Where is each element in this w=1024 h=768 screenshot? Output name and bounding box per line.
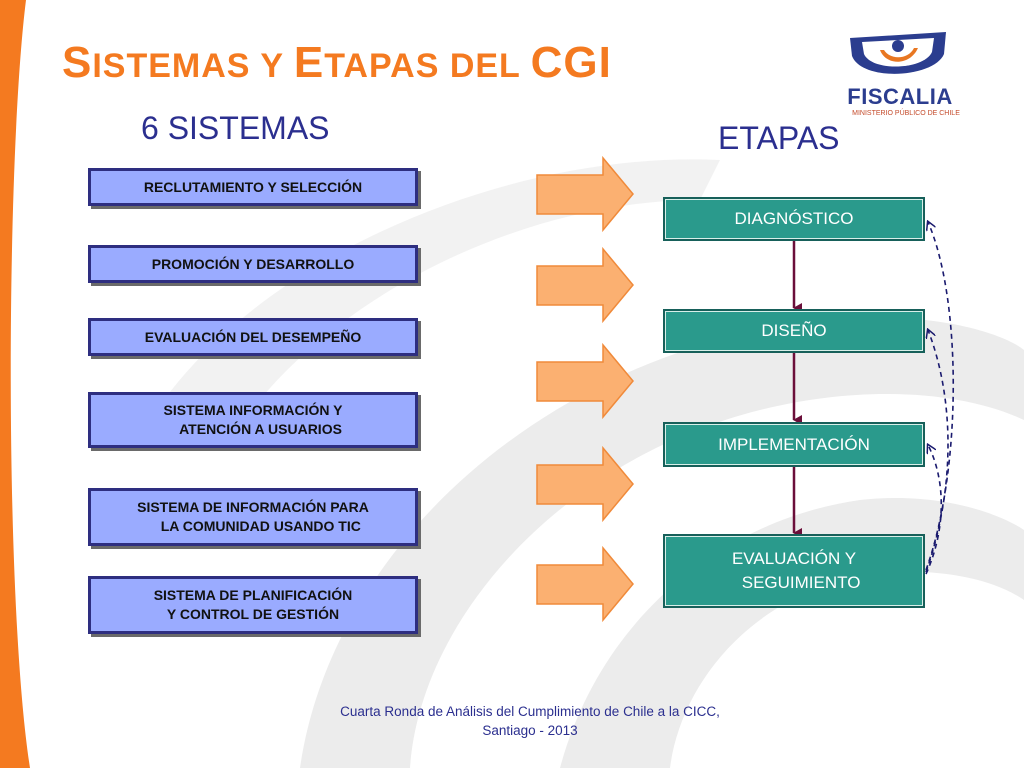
feedback-dashed-line — [925, 445, 943, 575]
fiscalia-logo: FISCALIA MINISTERIO PÚBLICO DE CHILE — [822, 28, 974, 124]
footer-citation: Cuarta Ronda de Análisis del Cumplimient… — [270, 702, 790, 740]
system-label: SISTEMA DE INFORMACIÓN PARA LA COMUNIDAD… — [137, 499, 369, 534]
stage-label: EVALUACIÓN Y SEGUIMIENTO — [731, 549, 861, 592]
logo-subtitle: MINISTERIO PÚBLICO DE CHILE — [852, 110, 960, 117]
right-arrow-icon — [536, 342, 634, 420]
stage-box: DIAGNÓSTICO — [663, 197, 925, 241]
slide-title: SISTEMAS Y ETAPAS DEL CGI — [62, 38, 612, 87]
right-arrow-icon — [536, 445, 634, 523]
system-box: SISTEMA DE INFORMACIÓN PARA LA COMUNIDAD… — [88, 488, 418, 546]
right-arrow-icon — [536, 246, 634, 324]
footer-line: Cuarta Ronda de Análisis del Cumplimient… — [340, 704, 720, 719]
stage-box: DISEÑO — [663, 309, 925, 353]
stage-box: IMPLEMENTACIÓN — [663, 422, 925, 467]
system-label: SISTEMA DE PLANIFICACIÓN Y CONTROL DE GE… — [153, 587, 353, 622]
footer-line: Santiago - 2013 — [482, 723, 578, 738]
stage-label: IMPLEMENTACIÓN — [718, 434, 870, 454]
system-box: PROMOCIÓN Y DESARROLLO — [88, 245, 418, 283]
system-box: SISTEMA INFORMACIÓN Y ATENCIÓN A USUARIO… — [88, 392, 418, 448]
right-arrow-icon — [536, 155, 634, 233]
feedback-dashed-line — [925, 330, 949, 573]
system-box: EVALUACIÓN DEL DESEMPEÑO — [88, 318, 418, 356]
system-box: SISTEMA DE PLANIFICACIÓN Y CONTROL DE GE… — [88, 576, 418, 634]
feedback-dashed-line — [925, 222, 955, 571]
stages-heading: ETAPAS — [718, 120, 840, 156]
stage-label: DISEÑO — [761, 321, 827, 340]
stage-box: EVALUACIÓN Y SEGUIMIENTO — [663, 534, 925, 608]
right-arrow-icon — [536, 545, 634, 623]
system-label: RECLUTAMIENTO Y SELECCIÓN — [143, 178, 363, 195]
system-label: SISTEMA INFORMACIÓN Y ATENCIÓN A USUARIO… — [163, 402, 343, 437]
system-label: EVALUACIÓN DEL DESEMPEÑO — [144, 328, 362, 345]
stage-label: DIAGNÓSTICO — [734, 209, 854, 228]
systems-heading: 6 SISTEMAS — [141, 110, 330, 146]
logo-name: FISCALIA — [847, 84, 953, 109]
system-box: RECLUTAMIENTO Y SELECCIÓN — [88, 168, 418, 206]
system-label: PROMOCIÓN Y DESARROLLO — [151, 255, 355, 272]
fiscalia-emblem-icon — [850, 32, 946, 74]
left-orange-band — [0, 0, 30, 768]
